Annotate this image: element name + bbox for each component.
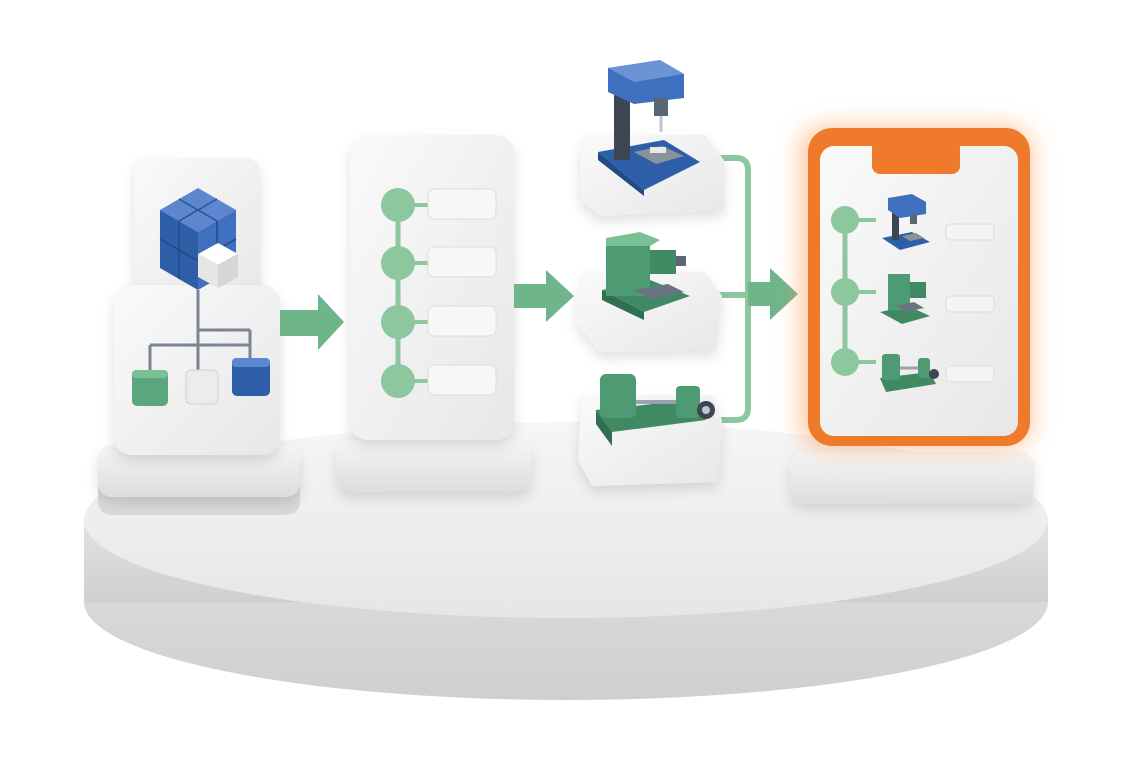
stage2-base — [336, 440, 532, 492]
stage-process-route — [336, 135, 532, 492]
flow-arrow-1 — [280, 294, 344, 350]
drill-press-icon — [614, 95, 630, 160]
machine-tile-lathe — [578, 374, 722, 486]
machine-tile-mill — [576, 232, 722, 352]
stage-bom-hierarchy — [98, 158, 300, 515]
route-step-4 — [381, 364, 496, 398]
flow-arrow-3 — [748, 268, 798, 320]
route-step-3 — [381, 305, 496, 339]
stage-production-plan — [790, 126, 1034, 504]
machine-tile-drill — [580, 60, 724, 216]
flow-arrow-2 — [514, 270, 574, 322]
clipboard-clip — [872, 140, 960, 174]
route-step-2 — [381, 246, 496, 280]
stage4-base — [790, 452, 1034, 504]
stage-machine-assignment — [576, 60, 748, 486]
route-step-1 — [381, 188, 496, 222]
